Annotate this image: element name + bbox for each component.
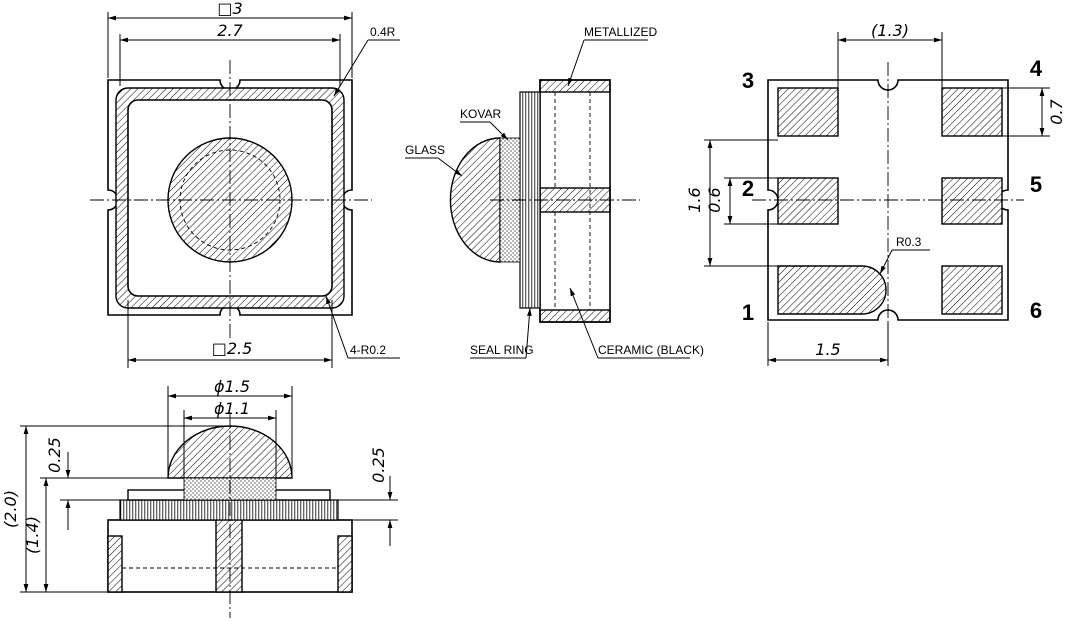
- row-span-dim: 1.6: [685, 187, 704, 212]
- pad-width-dim: 1.5: [815, 340, 840, 359]
- pad-height-dim: 0.7: [1047, 98, 1066, 124]
- total-height-dim: (2.0): [1, 490, 20, 528]
- pad-pitch-dim: (1.3): [871, 21, 909, 40]
- cavity-size-dim: □2.5: [212, 339, 253, 358]
- glass-label: GLASS: [405, 143, 445, 157]
- side-section: METALLIZED KOVAR GLASS SEAL RING CERAMIC…: [405, 25, 704, 359]
- ring-height-dim: 0.25: [369, 447, 388, 483]
- metallized-label: METALLIZED: [584, 25, 657, 39]
- top-view: □3 2.7 0.4R □2.5 4-R0.2: [90, 0, 400, 368]
- outer-size-dim: □3: [217, 0, 242, 18]
- pin-2-label: 2: [742, 176, 754, 201]
- pin-6-label: 6: [1030, 298, 1042, 323]
- corner-radius-label: 0.4R: [370, 25, 396, 39]
- ceramic-label: CERAMIC (BLACK): [598, 343, 704, 357]
- pad-gap-dim: 0.6: [705, 187, 724, 212]
- body-height-dim: (1.4): [23, 516, 42, 554]
- pin-4-label: 4: [1030, 56, 1043, 81]
- kovar-label: KOVAR: [460, 107, 501, 121]
- inner-width-dim: 2.7: [217, 21, 243, 40]
- seal-ring-label: SEAL RING: [470, 343, 534, 357]
- bottom-view: (1.3) 0.7 1.6 0.6 R0.3 1.5 3 4 2 5 1 6: [685, 21, 1066, 366]
- lens-height-dim: 0.25: [45, 437, 64, 473]
- cavity-radius-label: 4-R0.2: [350, 343, 386, 357]
- lens-inner-dia-dim: ϕ1.1: [214, 399, 250, 418]
- front-view: ϕ1.5 ϕ1.1 (2.0) (1.4) 0.25 0.25: [1, 377, 398, 618]
- pin-1-label: 1: [742, 300, 754, 325]
- lens-outer-dia-dim: ϕ1.5: [214, 377, 250, 396]
- notch-radius-label: R0.3: [896, 235, 922, 249]
- pin-3-label: 3: [742, 68, 754, 93]
- pin-5-label: 5: [1030, 172, 1042, 197]
